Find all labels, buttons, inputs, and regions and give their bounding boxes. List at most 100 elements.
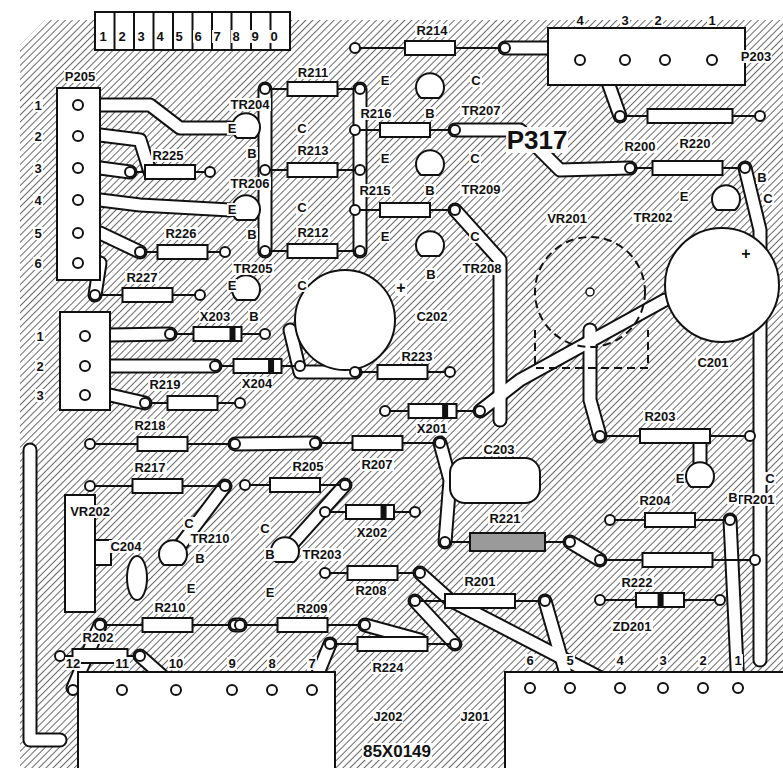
- resistor-body: [378, 365, 428, 379]
- copper-trace: [30, 450, 60, 740]
- pin-number: 6: [193, 30, 202, 43]
- pin-number: 7: [212, 30, 221, 43]
- solder-pad: [658, 683, 668, 693]
- pin-number: 1: [35, 330, 44, 343]
- solder-pad: [125, 167, 135, 177]
- pin-number: 4: [575, 14, 584, 27]
- solder-pad: [260, 84, 270, 94]
- trace-edge: [110, 359, 215, 374]
- solder-pad: [140, 398, 150, 408]
- part-label: TR203: [301, 548, 342, 561]
- resistor-symbol: [330, 637, 455, 651]
- solder-pad: [540, 596, 550, 606]
- resistor-symbol: [140, 245, 225, 259]
- solder-pad: [350, 367, 360, 377]
- pin-name: E: [380, 74, 391, 87]
- trace-edge: [100, 233, 140, 252]
- connector-outline: [60, 312, 110, 410]
- solder-pad: [625, 163, 635, 173]
- transistor-symbol: [159, 540, 187, 565]
- pin-name: +: [740, 246, 751, 262]
- part-label: R215: [358, 184, 391, 197]
- solder-pad: [85, 481, 95, 491]
- solder-pad: [500, 43, 510, 53]
- pin-number: 12: [65, 657, 81, 670]
- transistor-body: [712, 185, 740, 210]
- solder-pad: [220, 481, 230, 491]
- pin-number: 2: [35, 360, 44, 373]
- pin-name: E: [186, 582, 197, 595]
- capacitor-outline: [535, 237, 645, 347]
- copper-trace: [235, 443, 315, 444]
- solder-pad: [80, 390, 90, 400]
- pin-name: E: [265, 586, 276, 599]
- pin-name: C: [296, 201, 307, 214]
- resistor-body: [648, 109, 733, 123]
- part-label: TR208: [461, 262, 502, 275]
- part-label: R212: [296, 226, 329, 239]
- solder-pad: [117, 685, 127, 695]
- pin-number: 2: [33, 130, 42, 143]
- part-label: R203: [643, 410, 676, 423]
- solder-pad: [615, 683, 625, 693]
- board-ground: [20, 20, 783, 768]
- pin-name: B: [727, 491, 738, 504]
- trace-edge: [100, 105, 230, 128]
- capacitor-outline: [127, 556, 147, 600]
- solder-pad: [73, 228, 83, 238]
- copper-trace: [100, 105, 230, 128]
- copper-trace: [480, 300, 665, 411]
- solder-pad: [220, 247, 230, 257]
- solder-pad: [350, 125, 360, 135]
- solder-pad: [73, 131, 83, 141]
- solder-pad: [340, 480, 350, 490]
- pin-name: C: [764, 472, 775, 485]
- pin-name: E: [380, 152, 391, 165]
- diode-body: [194, 327, 242, 341]
- pin-number: 2: [698, 654, 707, 667]
- resistor-body: [653, 161, 723, 175]
- part-label: C202: [415, 310, 448, 323]
- trace-edge: [480, 300, 665, 411]
- resistor-body: [645, 513, 695, 527]
- part-label: R208: [354, 584, 387, 597]
- transistor-body: [416, 231, 444, 256]
- pin-name: B: [425, 268, 436, 281]
- pin-name: C: [296, 279, 307, 292]
- transistor-body: [686, 462, 714, 487]
- solder-pad: [73, 100, 83, 110]
- resistor-symbol: [240, 618, 365, 632]
- resistor-body: [288, 82, 338, 96]
- part-label: R221: [488, 512, 521, 525]
- part-label: P203: [740, 50, 772, 63]
- trace-edge: [455, 210, 500, 420]
- resistor-symbol: [245, 478, 345, 492]
- part-label: R200: [623, 140, 656, 153]
- solder-pad: [320, 568, 330, 578]
- solder-pad: [445, 367, 455, 377]
- connector-divider: [114, 12, 116, 50]
- pin-number: 3: [658, 654, 667, 667]
- diode-band: [381, 505, 387, 519]
- resistor-symbol: [315, 436, 440, 450]
- solder-pad: [95, 620, 105, 630]
- solder-pad: [435, 438, 445, 448]
- solder-pad: [210, 361, 220, 371]
- solder-pad: [440, 537, 450, 547]
- part-label: TR206: [229, 177, 270, 190]
- solder-pad: [755, 111, 765, 121]
- diode-body: [234, 359, 282, 373]
- trace-edge: [110, 334, 170, 335]
- copper-trace: [420, 573, 620, 688]
- part-label: J202: [373, 710, 404, 723]
- pin-name: B: [248, 310, 259, 323]
- pin-name: B: [424, 184, 435, 197]
- part-label: R205: [291, 460, 324, 473]
- solder-pad: [733, 683, 743, 693]
- solder-pad: [715, 595, 725, 605]
- part-label: X201: [416, 422, 448, 435]
- trimmer-outline: [535, 330, 648, 368]
- resistor-symbol: [130, 165, 210, 179]
- connector-divider: [133, 12, 135, 50]
- part-label: R216: [359, 107, 392, 120]
